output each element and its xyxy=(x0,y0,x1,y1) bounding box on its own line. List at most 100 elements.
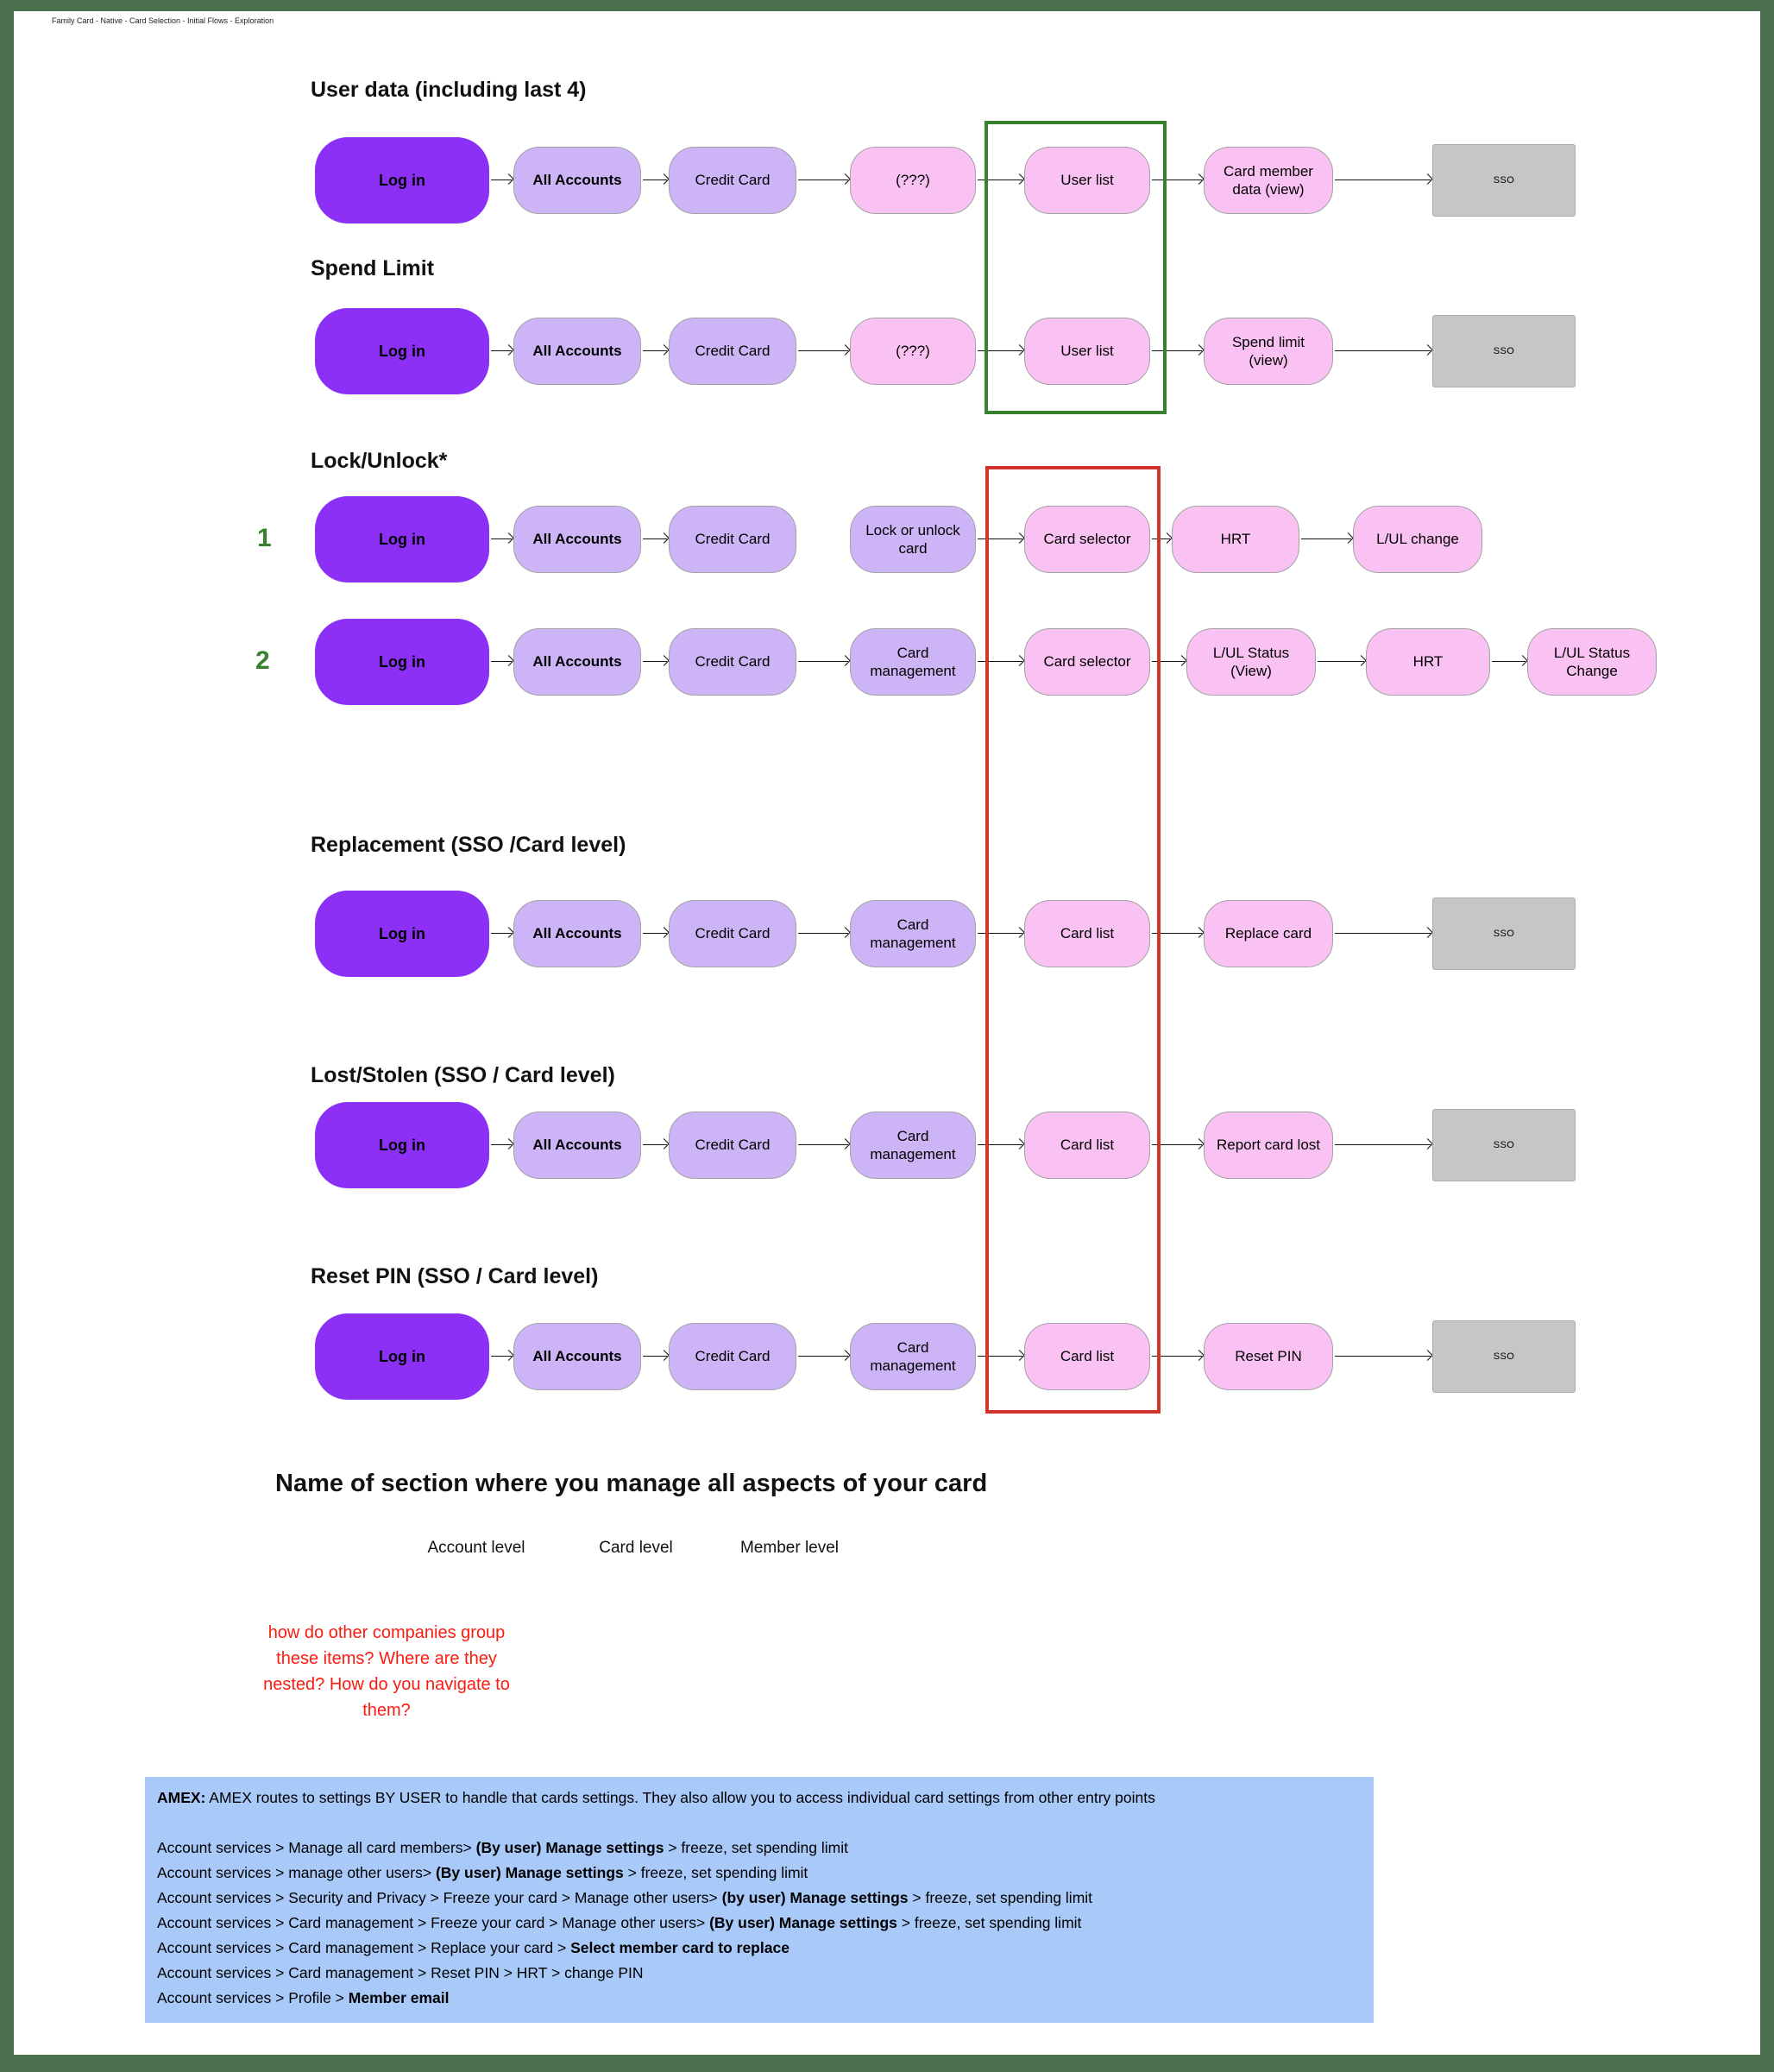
flow-arrow xyxy=(978,179,1022,180)
reset-pin-node-card-list[interactable]: Card list xyxy=(1024,1323,1150,1390)
lost-stolen-node-credit-card[interactable]: Credit Card xyxy=(669,1112,796,1179)
reset-pin-node-all-accounts[interactable]: All Accounts xyxy=(513,1323,641,1390)
flow-arrow xyxy=(978,933,1022,934)
flow-arrow xyxy=(1152,179,1202,180)
flow-arrow xyxy=(1301,538,1351,539)
replacement-node-card-management[interactable]: Card management xyxy=(850,900,976,967)
lock-unlock-2-node-card-management[interactable]: Card management xyxy=(850,628,976,696)
flow-arrow xyxy=(491,1144,512,1145)
lock-unlock-2-node-lul-status-view[interactable]: L/UL Status (View) xyxy=(1186,628,1316,696)
flow-arrow xyxy=(978,350,1022,351)
reset-pin-node-credit-card[interactable]: Credit Card xyxy=(669,1323,796,1390)
file-title: Family Card - Native - Card Selection - … xyxy=(52,16,274,25)
flow-arrow xyxy=(643,661,667,662)
flow-arrow xyxy=(798,933,848,934)
amex-path-line: Account services > Card management > Res… xyxy=(157,1964,644,1981)
flow-number-1: 1 xyxy=(257,524,272,552)
replacement-node-all-accounts[interactable]: All Accounts xyxy=(513,900,641,967)
level-label-member: Member level xyxy=(739,1539,840,1557)
amex-intro: AMEX: AMEX routes to settings BY USER to… xyxy=(157,1789,1155,1806)
user-data-node-log-in[interactable]: Log in xyxy=(315,137,489,224)
lost-stolen-node-sso[interactable]: SSO xyxy=(1432,1109,1576,1181)
amex-note-block: AMEX: AMEX routes to settings BY USER to… xyxy=(145,1777,1374,2023)
user-data-node-user-list[interactable]: User list xyxy=(1024,147,1150,214)
flow-arrow xyxy=(1152,538,1170,539)
replacement-node-card-list[interactable]: Card list xyxy=(1024,900,1150,967)
lost-stolen-node-card-management[interactable]: Card management xyxy=(850,1112,976,1179)
spend-limit-node-unknown[interactable]: (???) xyxy=(850,318,976,385)
lost-stolen-node-all-accounts[interactable]: All Accounts xyxy=(513,1112,641,1179)
flow-arrow xyxy=(978,1144,1022,1145)
amex-path-line: Account services > Card management > Rep… xyxy=(157,1939,789,1956)
flow-arrow xyxy=(798,661,848,662)
replacement-node-sso[interactable]: SSO xyxy=(1432,897,1576,970)
lost-stolen-node-report-card-lost[interactable]: Report card lost xyxy=(1204,1112,1333,1179)
amex-path-line: Account services > Security and Privacy … xyxy=(157,1889,1093,1906)
flow-arrow xyxy=(1335,1356,1431,1357)
lock-unlock-1-node-hrt[interactable]: HRT xyxy=(1172,506,1299,573)
flow-arrow xyxy=(1335,350,1431,351)
flow-arrow xyxy=(978,1356,1022,1357)
level-label-account: Account level xyxy=(427,1539,525,1557)
spend-limit-node-all-accounts[interactable]: All Accounts xyxy=(513,318,641,385)
user-data-node-sso[interactable]: SSO xyxy=(1432,144,1576,217)
replacement-node-replace-card[interactable]: Replace card xyxy=(1204,900,1333,967)
lock-unlock-2-node-credit-card[interactable]: Credit Card xyxy=(669,628,796,696)
section-heading-replacement: Replacement (SSO /Card level) xyxy=(311,833,626,857)
lock-unlock-1-node-card-selector[interactable]: Card selector xyxy=(1024,506,1150,573)
flow-arrow xyxy=(798,179,848,180)
lock-unlock-1-node-credit-card[interactable]: Credit Card xyxy=(669,506,796,573)
flow-arrow xyxy=(643,1356,667,1357)
lost-stolen-node-log-in[interactable]: Log in xyxy=(315,1102,489,1188)
reset-pin-node-card-management[interactable]: Card management xyxy=(850,1323,976,1390)
flow-arrow xyxy=(1335,179,1431,180)
replacement-node-credit-card[interactable]: Credit Card xyxy=(669,900,796,967)
amex-path-line: Account services > manage other users> (… xyxy=(157,1864,808,1881)
flow-arrow xyxy=(491,538,512,539)
spend-limit-node-sso[interactable]: SSO xyxy=(1432,315,1576,387)
flow-arrow xyxy=(643,933,667,934)
spend-limit-node-log-in[interactable]: Log in xyxy=(315,308,489,394)
section-heading-lock-unlock: Lock/Unlock* xyxy=(311,449,448,473)
lost-stolen-node-card-list[interactable]: Card list xyxy=(1024,1112,1150,1179)
spend-limit-node-spend-limit-view[interactable]: Spend limit (view) xyxy=(1204,318,1333,385)
flow-arrow xyxy=(643,538,667,539)
spend-limit-node-credit-card[interactable]: Credit Card xyxy=(669,318,796,385)
flow-canvas[interactable]: Family Card - Native - Card Selection - … xyxy=(14,11,1760,2055)
lock-unlock-1-node-lock-or-unlock-card[interactable]: Lock or unlock card xyxy=(850,506,976,573)
lock-unlock-2-node-log-in[interactable]: Log in xyxy=(315,619,489,705)
flow-arrow xyxy=(491,661,512,662)
reset-pin-node-sso[interactable]: SSO xyxy=(1432,1320,1576,1393)
reset-pin-node-log-in[interactable]: Log in xyxy=(315,1313,489,1400)
user-data-node-unknown[interactable]: (???) xyxy=(850,147,976,214)
user-data-node-card-member-data[interactable]: Card member data (view) xyxy=(1204,147,1333,214)
user-data-node-all-accounts[interactable]: All Accounts xyxy=(513,147,641,214)
flow-arrow xyxy=(1335,1144,1431,1145)
flow-arrow xyxy=(978,661,1022,662)
replacement-node-log-in[interactable]: Log in xyxy=(315,891,489,977)
flow-arrow xyxy=(798,1356,848,1357)
lock-unlock-2-node-card-selector[interactable]: Card selector xyxy=(1024,628,1150,696)
user-data-node-credit-card[interactable]: Credit Card xyxy=(669,147,796,214)
section-heading-lost-stolen: Lost/Stolen (SSO / Card level) xyxy=(311,1063,615,1087)
section-heading-user-data: User data (including last 4) xyxy=(311,78,587,102)
flow-arrow xyxy=(491,1356,512,1357)
section-heading-reset-pin: Reset PIN (SSO / Card level) xyxy=(311,1264,599,1288)
flow-arrow xyxy=(1492,661,1526,662)
lock-unlock-2-node-lul-status-change[interactable]: L/UL Status Change xyxy=(1527,628,1657,696)
flow-arrow xyxy=(798,350,848,351)
flow-arrow xyxy=(798,1144,848,1145)
flow-arrow xyxy=(1152,661,1185,662)
amex-path-line: Account services > Manage all card membe… xyxy=(157,1839,848,1856)
lock-unlock-1-node-all-accounts[interactable]: All Accounts xyxy=(513,506,641,573)
flow-arrow xyxy=(1318,661,1364,662)
lock-unlock-2-node-hrt[interactable]: HRT xyxy=(1366,628,1490,696)
flow-arrow xyxy=(643,179,667,180)
lock-unlock-1-node-lul-change[interactable]: L/UL change xyxy=(1353,506,1482,573)
reset-pin-node-reset-pin[interactable]: Reset PIN xyxy=(1204,1323,1333,1390)
spend-limit-node-user-list[interactable]: User list xyxy=(1024,318,1150,385)
lock-unlock-2-node-all-accounts[interactable]: All Accounts xyxy=(513,628,641,696)
lock-unlock-1-node-log-in[interactable]: Log in xyxy=(315,496,489,583)
bottom-heading: Name of section where you manage all asp… xyxy=(275,1470,988,1497)
